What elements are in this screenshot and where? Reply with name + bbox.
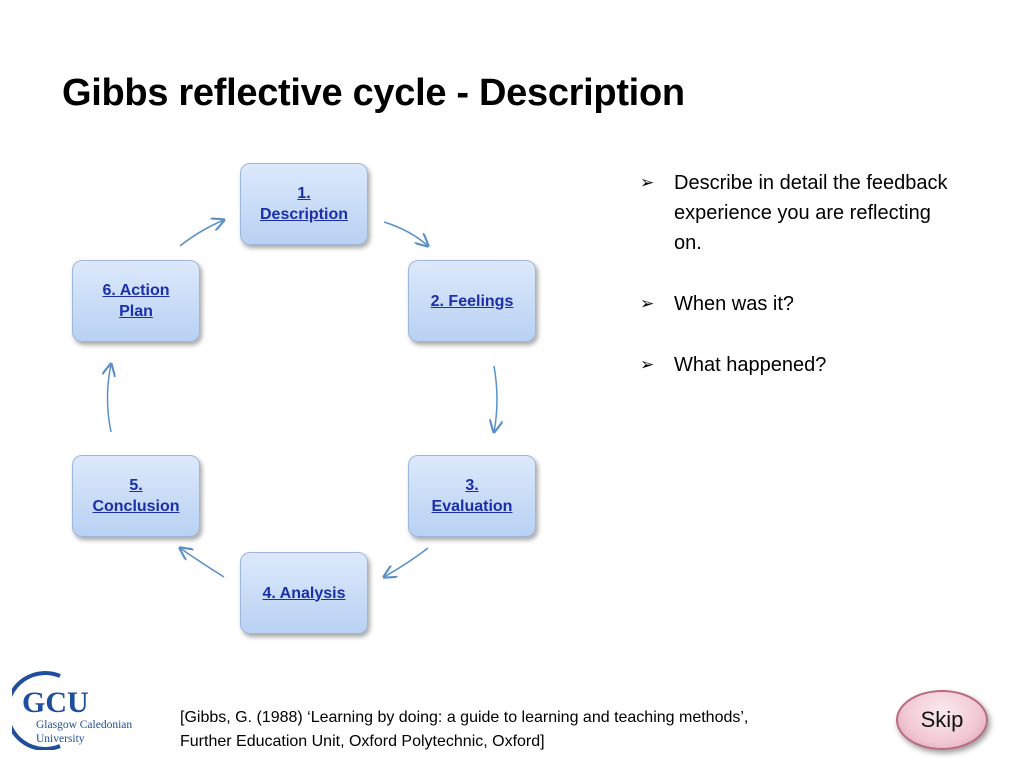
step-description-link[interactable]: 1. Description [254,183,354,225]
step-description-label-line2: Description [259,206,348,223]
arrow-conclusion-to-action-plan [108,364,112,433]
bullet-item: ➢ Describe in detail the feedback experie… [640,168,960,258]
arrow-bullet-icon: ➢ [640,294,655,313]
reference-line-1: [Gibbs, G. (1988) ‘Learning by doing: a … [180,709,749,726]
step-evaluation-link[interactable]: 3. Evaluation [426,475,519,517]
step-description[interactable]: 1. Description [240,163,368,245]
step-action-plan-label-line1: 6. Action [102,282,170,299]
reference-citation: [Gibbs, G. (1988) ‘Learning by doing: a … [180,706,860,754]
reference-line-2: Further Education Unit, Oxford Polytechn… [180,733,545,750]
step-feelings-label: 2. Feelings [430,292,514,310]
bullet-text: What happened? [674,354,827,376]
arrow-bullet-icon: ➢ [640,355,655,374]
step-description-label-line1: 1. [297,185,311,202]
step-analysis-link[interactable]: 4. Analysis [256,583,351,604]
skip-button-label: Skip [920,707,964,732]
step-action-plan-label-line2: Plan [119,303,153,320]
arrow-analysis-to-conclusion [180,548,225,578]
gcu-logo-line1: Glasgow Caledonian [36,719,132,731]
arrow-evaluation-to-analysis [384,547,429,577]
arrow-bullet-icon: ➢ [640,173,655,192]
bullet-list: ➢ Describe in detail the feedback experie… [640,168,960,411]
bullet-text: Describe in detail the feedback experien… [674,172,948,254]
step-conclusion-label-line1: 5. [129,477,143,494]
skip-button[interactable]: Skip [896,690,988,750]
slide-title: Gibbs reflective cycle - Description [62,72,685,114]
gcu-logo: GCU Glasgow Caledonian University [5,670,152,751]
arrow-action-plan-to-description [179,220,224,247]
step-evaluation[interactable]: 3. Evaluation [408,455,536,537]
bullet-item: ➢ When was it? [640,289,960,319]
arrow-description-to-feelings [383,221,428,246]
bullet-text: When was it? [674,293,795,315]
step-analysis[interactable]: 4. Analysis [240,552,368,634]
step-evaluation-label-line1: 3. [465,477,479,494]
gcu-logo-mark: GCU Glasgow Caledonian University [5,671,132,751]
step-evaluation-label-line2: Evaluation [431,498,513,515]
step-conclusion[interactable]: 5. Conclusion [72,455,200,537]
arrow-feelings-to-evaluation [494,365,497,432]
step-conclusion-link[interactable]: 5. Conclusion [86,475,185,517]
step-feelings[interactable]: 2. Feelings [408,260,536,342]
bullet-item: ➢ What happened? [640,350,960,380]
step-analysis-label: 4. Analysis [262,584,346,602]
gcu-logo-line2: University [36,733,85,745]
gcu-logo-text: GCU [22,686,89,719]
step-conclusion-label-line2: Conclusion [92,498,180,515]
step-feelings-link[interactable]: 2. Feelings [425,291,520,312]
